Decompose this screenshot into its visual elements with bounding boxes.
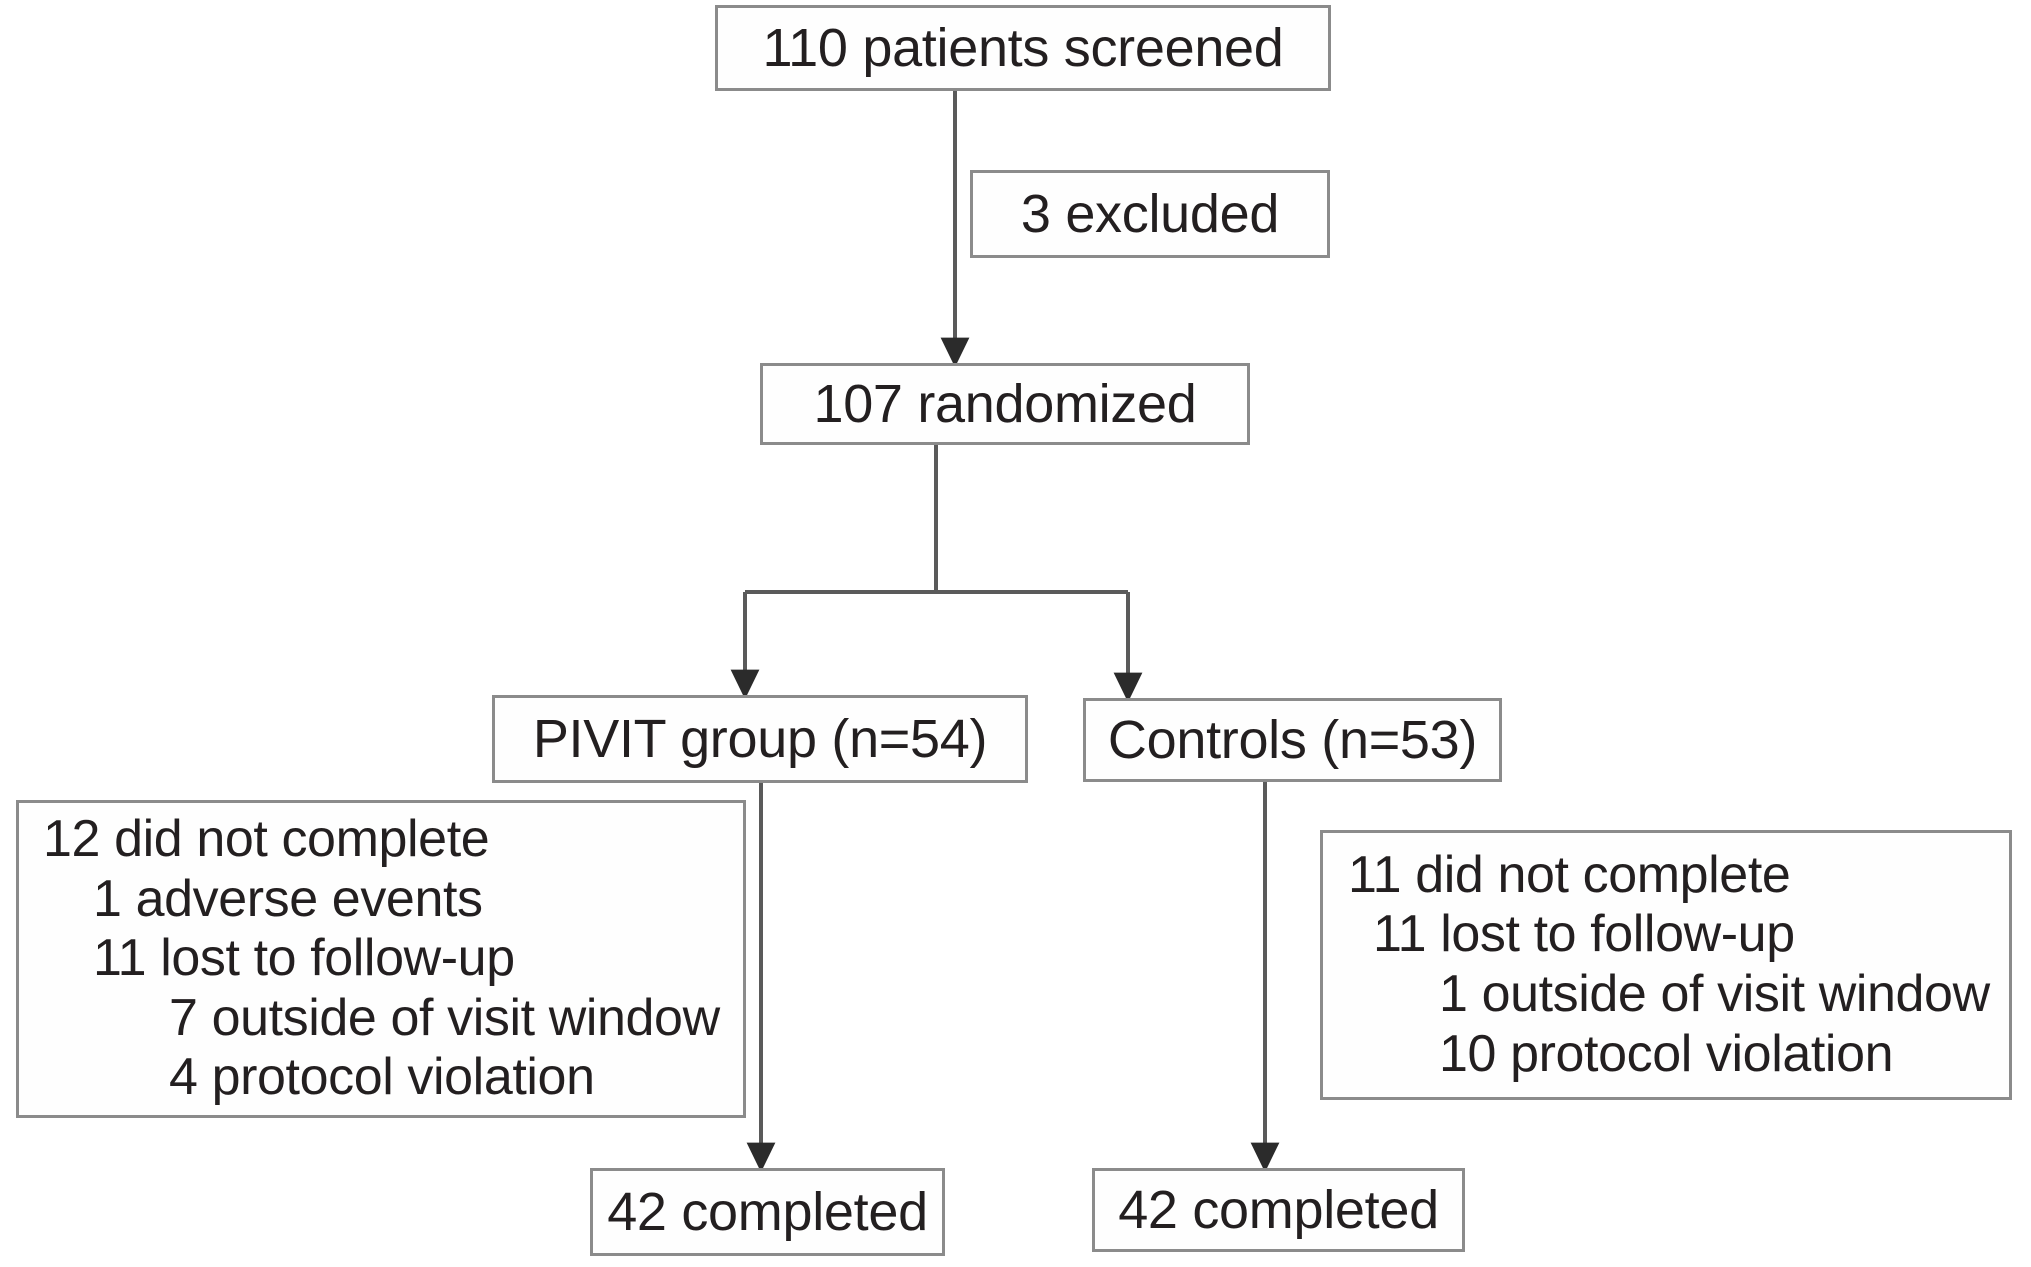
node-excluded: 3 excluded — [970, 170, 1330, 258]
detail-line: 11 lost to follow-up — [93, 929, 515, 988]
detail-line: 4 protocol violation — [169, 1048, 595, 1107]
node-completed-controls: 42 completed — [1092, 1168, 1465, 1252]
detail-box-pivit-dropouts: 12 did not complete 1 adverse events 11 … — [16, 800, 746, 1118]
node-completed-controls-label: 42 completed — [1118, 1179, 1439, 1240]
detail-line: 1 adverse events — [93, 869, 483, 928]
detail-line: 11 did not complete — [1348, 845, 1791, 904]
detail-line: 7 outside of visit window — [169, 988, 720, 1047]
node-pivit-group-label: PIVIT group (n=54) — [532, 708, 988, 769]
node-patients-screened: 110 patients screened — [715, 5, 1331, 91]
detail-line: 11 lost to follow-up — [1373, 905, 1795, 964]
detail-line: 1 outside of visit window — [1439, 965, 1990, 1023]
node-randomized-label: 107 randomized — [813, 373, 1197, 434]
node-randomized: 107 randomized — [760, 363, 1250, 445]
node-controls-group: Controls (n=53) — [1083, 698, 1502, 782]
node-patients-screened-label: 110 patients screened — [762, 17, 1284, 78]
detail-line: 10 protocol violation — [1439, 1024, 1894, 1083]
node-pivit-group: PIVIT group (n=54) — [492, 695, 1028, 783]
detail-box-controls-dropouts: 11 did not complete 11 lost to follow-up… — [1320, 830, 2012, 1100]
node-controls-group-label: Controls (n=53) — [1107, 709, 1478, 770]
node-excluded-label: 3 excluded — [1020, 183, 1280, 244]
detail-line: 12 did not complete — [43, 810, 490, 869]
node-completed-pivit: 42 completed — [590, 1168, 945, 1256]
node-completed-pivit-label: 42 completed — [607, 1181, 928, 1242]
